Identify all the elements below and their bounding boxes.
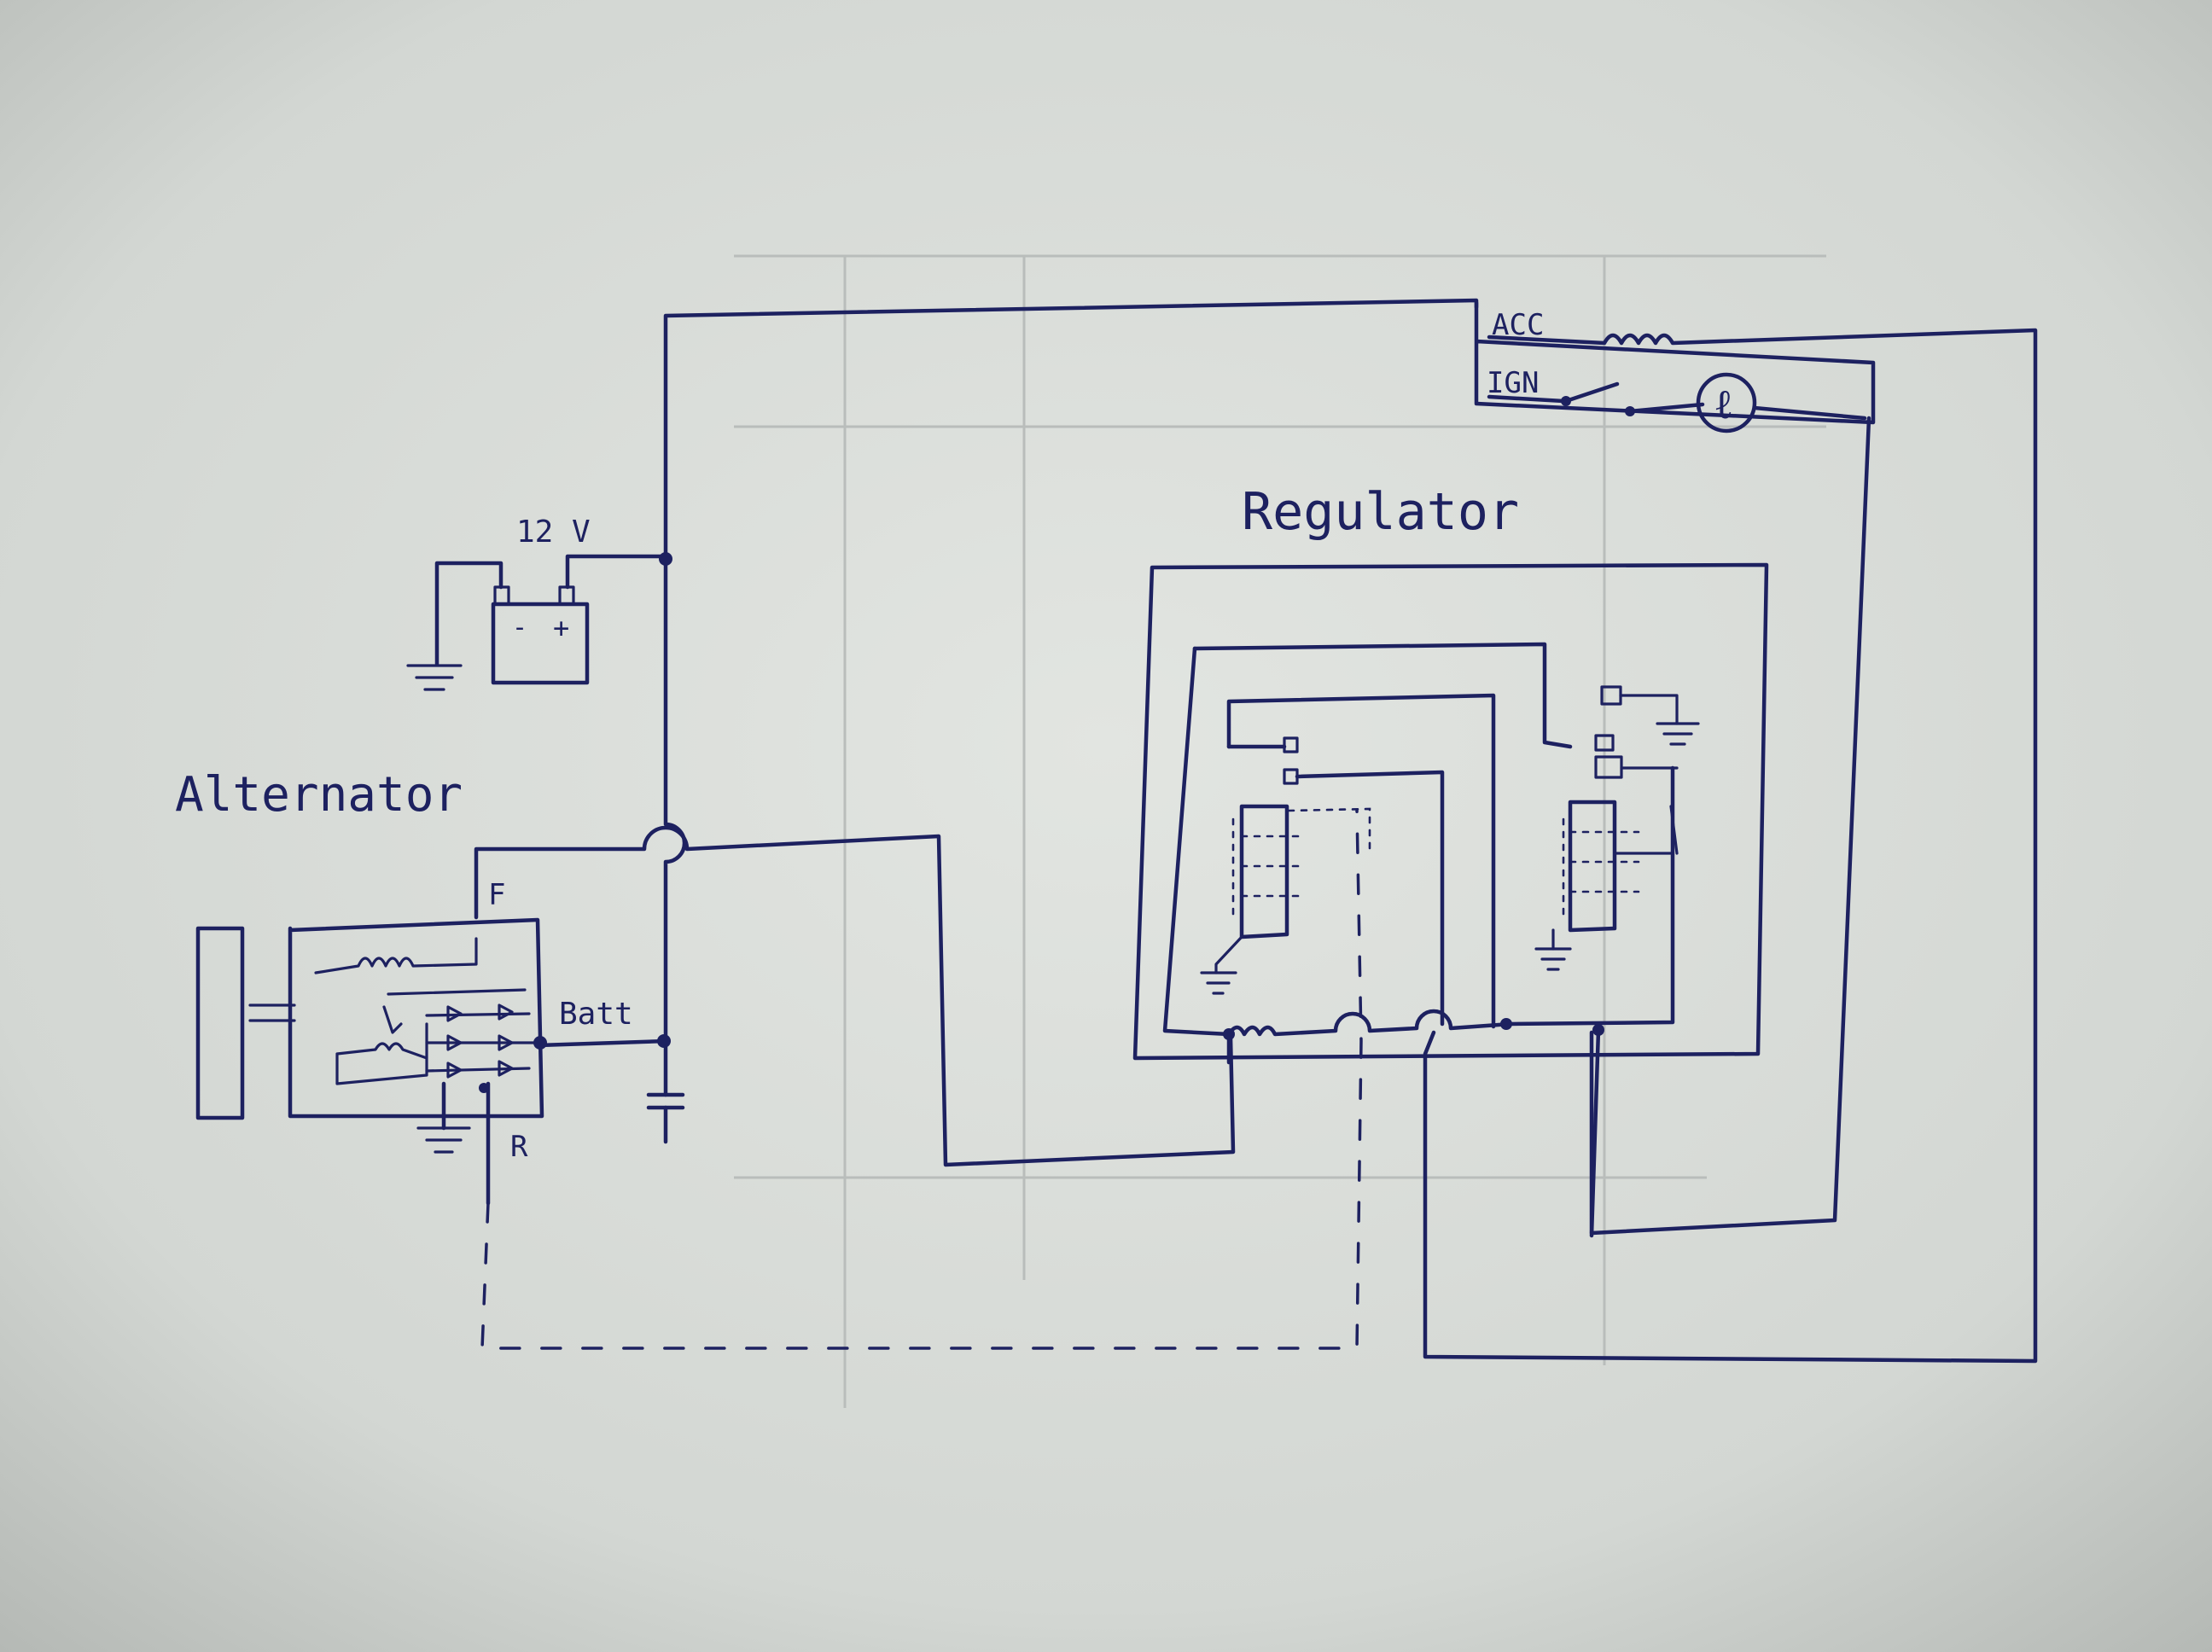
alternator: R F Batt Alternator [175, 767, 633, 1206]
field-terminal-label: F [488, 878, 505, 912]
batt-terminal-label: Batt [559, 997, 633, 1032]
alternator-title: Alternator [175, 767, 463, 823]
regulator: Regulator [1132, 482, 1769, 1238]
ign-label: IGN [1487, 366, 1539, 400]
acc-label: ACC [1492, 308, 1544, 342]
battery: - + 12 V [406, 515, 591, 691]
ignition-switch: ℓ ACC IGN [1423, 300, 2038, 1364]
junction-dot [657, 1034, 671, 1048]
r-terminal-wire [480, 809, 1363, 1350]
battery-plus: + [553, 612, 569, 644]
battery-voltage: 12 V [516, 515, 591, 550]
regulator-title: Regulator [1242, 482, 1519, 542]
r-terminal-label: R [510, 1130, 528, 1164]
main-wiring [434, 298, 1479, 1167]
junction-dot [659, 552, 672, 566]
lamp-symbol: ℓ [1714, 381, 1733, 428]
battery-minus: - [512, 613, 527, 643]
bleed-through-marks [734, 254, 1826, 1408]
